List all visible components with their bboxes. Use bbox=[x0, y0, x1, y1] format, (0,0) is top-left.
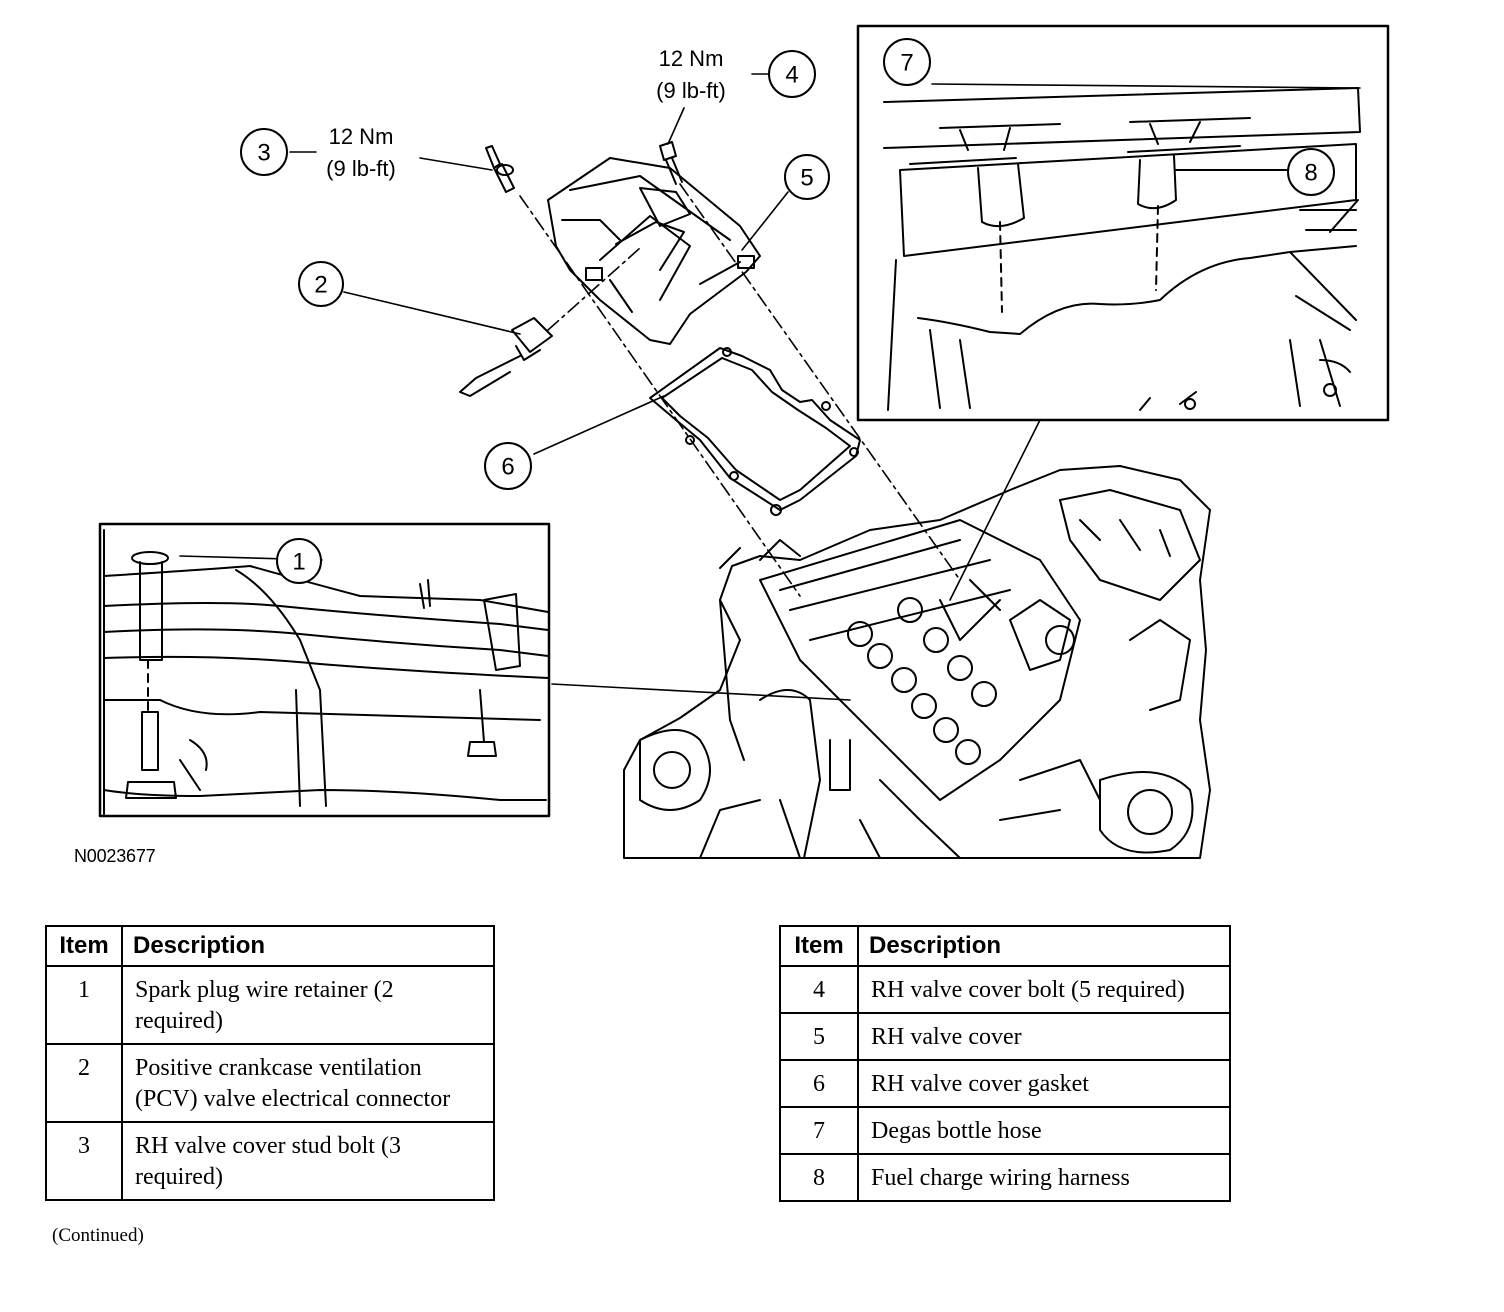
continued-note: (Continued) bbox=[52, 1225, 144, 1246]
callout-3 bbox=[240, 128, 288, 176]
item-description: RH valve cover stud bolt (3 required) bbox=[121, 1121, 495, 1201]
item-number: 8 bbox=[779, 1153, 859, 1202]
callout-4 bbox=[768, 50, 816, 98]
item-description: Fuel charge wiring harness bbox=[857, 1153, 1231, 1202]
table-header-row: Item Description bbox=[779, 925, 1231, 967]
item-description: Positive crankcase ventilation (PCV) val… bbox=[121, 1043, 495, 1123]
item-description: RH valve cover bbox=[857, 1012, 1231, 1061]
item-number: 3 bbox=[45, 1121, 123, 1201]
callout-8 bbox=[1287, 148, 1335, 196]
item-number: 5 bbox=[779, 1012, 859, 1061]
item-description: RH valve cover bolt (5 required) bbox=[857, 965, 1231, 1014]
table-row: 1 Spark plug wire retainer (2 required) bbox=[45, 965, 495, 1045]
callout-label-8: 8 bbox=[1304, 160, 1317, 187]
torque-item4-lbft: (9 lb-ft) bbox=[656, 78, 726, 103]
pcv-electrical-connector bbox=[459, 317, 553, 397]
item-number: 2 bbox=[45, 1043, 123, 1123]
item-header: Item bbox=[45, 925, 123, 967]
callout-7 bbox=[883, 38, 931, 86]
exploded-view-illustration: 1 2 3 4 5 6 7 8 12 Nm (9 lb-ft) 12 Nm (9… bbox=[98, 24, 1390, 859]
table-header-row: Item Description bbox=[45, 925, 495, 967]
table-row: 7 Degas bottle hose bbox=[779, 1106, 1231, 1155]
torque-item3-nm: 12 Nm bbox=[329, 124, 394, 149]
inset-spark-plug-wire-retainer bbox=[98, 522, 551, 818]
engine-assembly bbox=[623, 465, 1211, 859]
table-row: 4 RH valve cover bolt (5 required) bbox=[779, 965, 1231, 1014]
valve-cover-stud-bolt bbox=[485, 145, 515, 193]
callout-2 bbox=[298, 261, 344, 307]
description-header: Description bbox=[121, 925, 495, 967]
item-description: Spark plug wire retainer (2 required) bbox=[121, 965, 495, 1045]
item-number: 1 bbox=[45, 965, 123, 1045]
table-row: 5 RH valve cover bbox=[779, 1012, 1231, 1061]
item-description: RH valve cover gasket bbox=[857, 1059, 1231, 1108]
item-number: 6 bbox=[779, 1059, 859, 1108]
rh-valve-cover-gasket bbox=[649, 347, 861, 516]
valve-cover-bolt bbox=[659, 141, 683, 185]
table-row: 6 RH valve cover gasket bbox=[779, 1059, 1231, 1108]
callout-1 bbox=[276, 538, 322, 584]
callout-label-3: 3 bbox=[257, 140, 270, 167]
item-description: Degas bottle hose bbox=[857, 1106, 1231, 1155]
item-number: 4 bbox=[779, 965, 859, 1014]
callout-label-5: 5 bbox=[800, 165, 813, 192]
table-row: 3 RH valve cover stud bolt (3 required) bbox=[45, 1121, 495, 1201]
table-row: 2 Positive crankcase ventilation (PCV) v… bbox=[45, 1043, 495, 1123]
callout-label-6: 6 bbox=[501, 454, 514, 481]
parts-table-left: Item Description 1 Spark plug wire retai… bbox=[45, 925, 495, 1201]
figure-id: N0023677 bbox=[74, 846, 156, 866]
callout-6 bbox=[484, 442, 532, 490]
callout-label-7: 7 bbox=[900, 50, 913, 77]
torque-item4-nm: 12 Nm bbox=[659, 46, 724, 71]
callout-label-4: 4 bbox=[785, 62, 798, 89]
parts-table-right: Item Description 4 RH valve cover bolt (… bbox=[779, 925, 1231, 1202]
torque-item3-lbft: (9 lb-ft) bbox=[326, 156, 396, 181]
item-header: Item bbox=[779, 925, 859, 967]
callout-label-1: 1 bbox=[292, 549, 305, 576]
callout-5 bbox=[784, 154, 830, 200]
description-header: Description bbox=[857, 925, 1231, 967]
table-row: 8 Fuel charge wiring harness bbox=[779, 1153, 1231, 1202]
callout-label-2: 2 bbox=[314, 272, 327, 299]
item-number: 7 bbox=[779, 1106, 859, 1155]
